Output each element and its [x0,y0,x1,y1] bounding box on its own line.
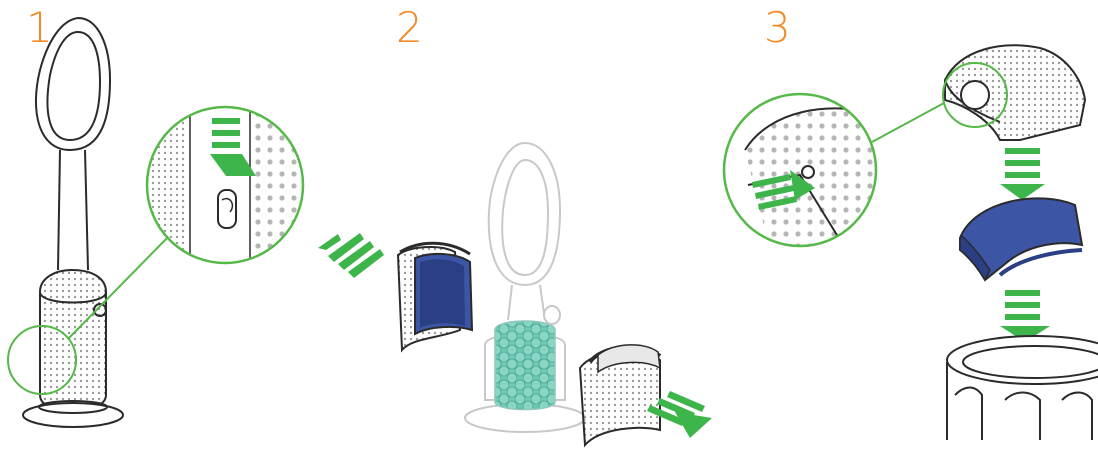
step-3-blue-cap [960,198,1082,280]
step-3-arrow-upper [1000,148,1045,200]
step-2-carbon-filter [398,243,472,350]
step-1-purifier [23,18,123,427]
step-2-hepa-core [495,306,560,410]
step-3-zoom-bubble [720,90,880,250]
step-2-outer-shroud [580,345,660,445]
step-3-callout-connector [872,103,944,142]
step-3-arrow-lower [1000,290,1050,342]
step-3-purifier-base [947,336,1098,440]
step-1-arrow [318,233,384,278]
step-1-zoom-bubble [140,100,325,280]
